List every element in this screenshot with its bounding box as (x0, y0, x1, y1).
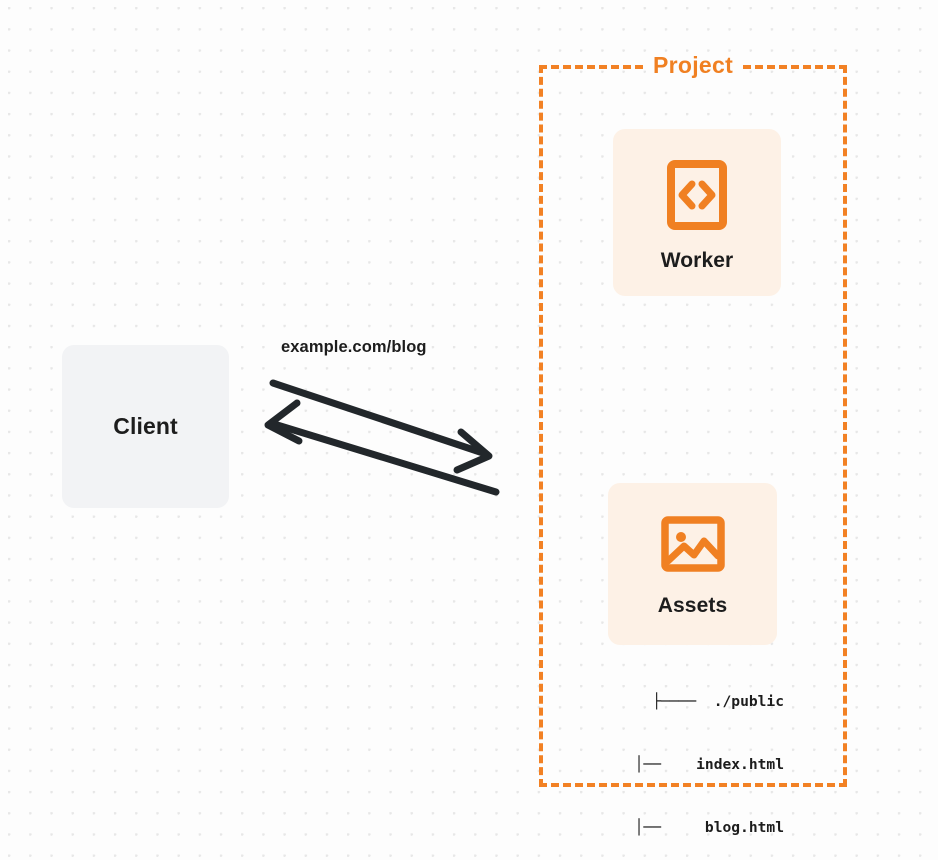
client-node-label: Client (113, 413, 178, 439)
assets-node-label: Assets (657, 594, 728, 617)
worker-node[interactable]: Worker (613, 129, 781, 296)
arrow-response-inbound (264, 399, 500, 496)
request-url-label: example.com/blog (281, 338, 427, 356)
assets-file-tree: ├──── ./public │── index.html │── blog.h… (586, 649, 784, 860)
file-tree-line: ├──── ./public (652, 693, 784, 710)
assets-node[interactable]: Assets (608, 483, 777, 645)
image-icon (660, 514, 726, 574)
code-brackets-icon (666, 159, 728, 231)
file-tree-line: │── index.html (634, 756, 784, 773)
arrow-request-outbound (269, 379, 493, 474)
client-node[interactable]: Client (62, 345, 229, 508)
project-label-text: Project (645, 52, 741, 78)
file-tree-line: │── blog.html (634, 819, 784, 836)
worker-node-label: Worker (660, 248, 734, 272)
project-container-label: Project (539, 50, 847, 80)
